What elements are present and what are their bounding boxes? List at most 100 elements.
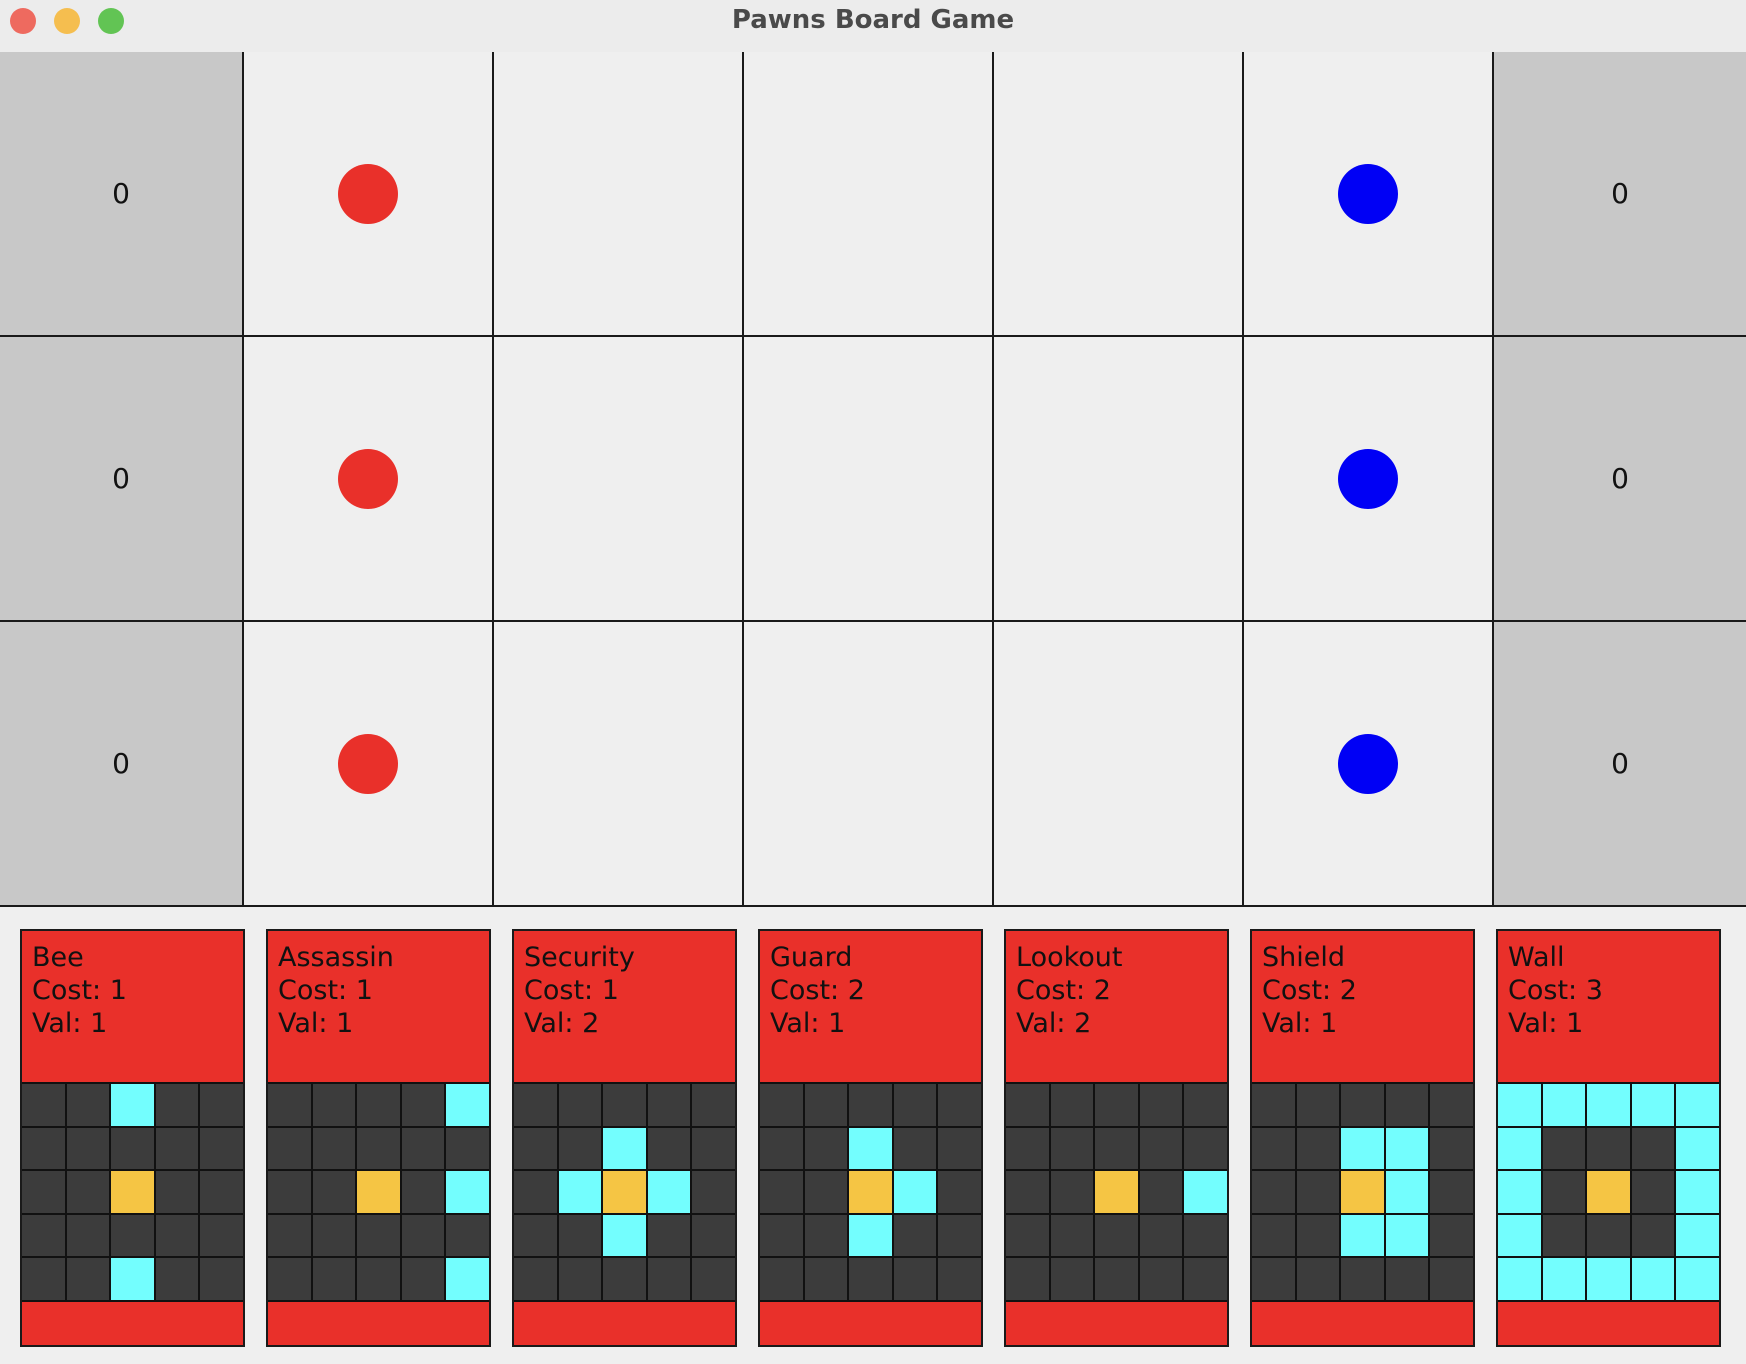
empty-grid-cell — [1542, 1214, 1586, 1257]
empty-grid-cell — [111, 1127, 154, 1170]
empty-grid-cell — [268, 1258, 311, 1300]
card-cost: Cost: 1 — [524, 975, 619, 1006]
empty-grid-cell — [1385, 1084, 1429, 1126]
empty-grid-cell — [401, 1171, 445, 1213]
influence-cell — [647, 1171, 691, 1213]
red-pawn — [338, 733, 398, 794]
empty-grid-cell — [1095, 1084, 1138, 1126]
empty-grid-cell — [760, 1258, 803, 1300]
board-cell[interactable] — [744, 622, 994, 907]
influence-cell — [1676, 1127, 1719, 1170]
influence-grid — [22, 1082, 243, 1302]
board-cell[interactable] — [494, 337, 744, 622]
card-origin-cell — [849, 1171, 892, 1213]
empty-grid-cell — [1430, 1214, 1473, 1257]
influence-cell — [1498, 1214, 1541, 1257]
empty-grid-cell — [647, 1084, 691, 1126]
empty-grid-cell — [22, 1084, 65, 1126]
board-cell[interactable] — [994, 622, 1244, 907]
board-cell[interactable] — [244, 622, 494, 907]
empty-grid-cell — [603, 1084, 646, 1126]
card-name: Bee — [32, 942, 84, 973]
card-name: Security — [524, 942, 635, 973]
board-cell[interactable] — [994, 337, 1244, 622]
empty-grid-cell — [558, 1127, 602, 1170]
influence-cell — [603, 1214, 646, 1257]
influence-cell — [1184, 1171, 1227, 1213]
empty-grid-cell — [938, 1084, 981, 1126]
card-origin-cell — [1341, 1171, 1384, 1213]
board-cell[interactable] — [244, 337, 494, 622]
board-cell[interactable] — [494, 52, 744, 337]
empty-grid-cell — [401, 1127, 445, 1170]
red-row-score-cell: 0 — [0, 337, 244, 622]
influence-cell — [1676, 1084, 1719, 1126]
influence-cell — [849, 1127, 892, 1170]
board-cell[interactable] — [744, 52, 994, 337]
close-button[interactable] — [10, 8, 36, 34]
empty-grid-cell — [760, 1214, 803, 1257]
empty-grid-cell — [1631, 1127, 1675, 1170]
empty-grid-cell — [1252, 1171, 1295, 1213]
card-value: Val: 1 — [770, 1008, 846, 1039]
influence-grid — [760, 1082, 981, 1302]
empty-grid-cell — [1006, 1214, 1049, 1257]
zoom-button[interactable] — [98, 8, 124, 34]
empty-grid-cell — [1296, 1214, 1340, 1257]
red-pawn — [338, 163, 398, 224]
empty-grid-cell — [938, 1127, 981, 1170]
empty-grid-cell — [893, 1214, 937, 1257]
empty-grid-cell — [1050, 1258, 1094, 1300]
card-value: Val: 1 — [1508, 1008, 1584, 1039]
board-cell[interactable] — [1244, 337, 1494, 622]
board-cell[interactable] — [1244, 52, 1494, 337]
empty-grid-cell — [804, 1258, 848, 1300]
influence-cell — [558, 1171, 602, 1213]
empty-grid-cell — [1542, 1171, 1586, 1213]
empty-grid-cell — [155, 1127, 199, 1170]
red-row-score-cell: 0 — [0, 622, 244, 907]
board-cell[interactable] — [1244, 622, 1494, 907]
empty-grid-cell — [1184, 1214, 1227, 1257]
empty-grid-cell — [268, 1214, 311, 1257]
blue-row-score-cell: 0 — [1494, 622, 1746, 907]
minimize-button[interactable] — [54, 8, 80, 34]
influence-cell — [1385, 1127, 1429, 1170]
blue-row-score-cell: 0 — [1494, 337, 1746, 622]
empty-grid-cell — [22, 1171, 65, 1213]
empty-grid-cell — [558, 1084, 602, 1126]
board-cell[interactable] — [494, 622, 744, 907]
card-cost: Cost: 2 — [770, 975, 865, 1006]
empty-grid-cell — [357, 1084, 400, 1126]
influence-cell — [1542, 1258, 1586, 1300]
empty-grid-cell — [357, 1258, 400, 1300]
empty-grid-cell — [938, 1214, 981, 1257]
empty-grid-cell — [357, 1127, 400, 1170]
board-cell[interactable] — [994, 52, 1244, 337]
empty-grid-cell — [155, 1214, 199, 1257]
empty-grid-cell — [111, 1214, 154, 1257]
empty-grid-cell — [1296, 1084, 1340, 1126]
influence-cell — [849, 1214, 892, 1257]
empty-grid-cell — [760, 1084, 803, 1126]
empty-grid-cell — [1006, 1258, 1049, 1300]
board-cell[interactable] — [744, 337, 994, 622]
empty-grid-cell — [1430, 1127, 1473, 1170]
influence-cell — [446, 1084, 489, 1126]
board-cell[interactable] — [244, 52, 494, 337]
card-cost: Cost: 1 — [278, 975, 373, 1006]
card-cost: Cost: 2 — [1016, 975, 1111, 1006]
